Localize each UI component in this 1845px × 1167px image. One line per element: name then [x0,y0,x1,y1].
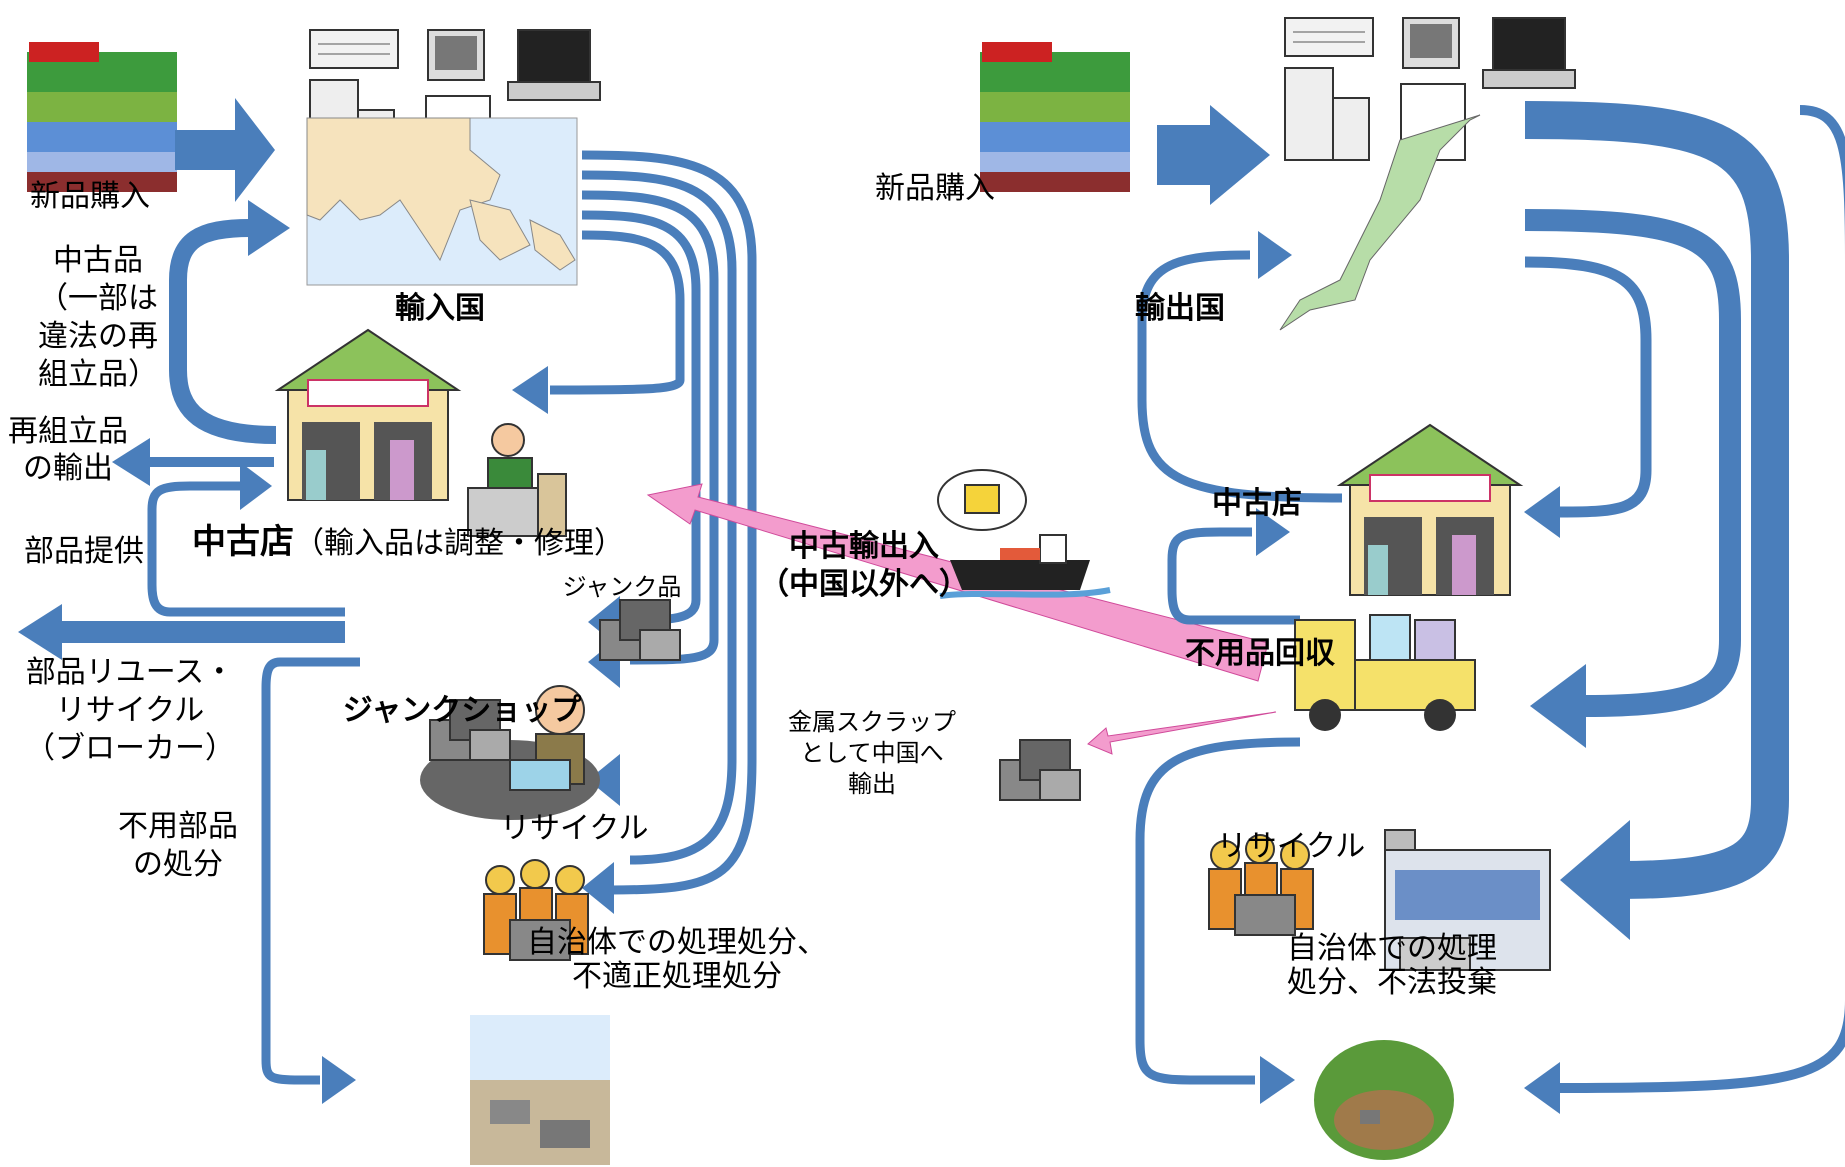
used-shop-label-right: 中古店 [1212,486,1302,521]
new-purchase-label-right: 新品購入 [875,171,995,206]
import-country-label: 輸入国 [395,291,485,326]
cargo-ship-icon [937,469,1111,599]
arrow-used-trade [646,483,1269,682]
department-store-icon [27,42,177,192]
unused-parts-label-2: の処分 [133,847,223,882]
unused-parts-label-1: 不用部品 [118,809,238,844]
truck-icon [1294,614,1476,731]
used-shop-label: 中古店（輸入品は調整・修理） [192,520,624,565]
disposal-label-right-2: 処分、不法投棄 [1287,965,1497,1000]
illegal-dumping-icon [1314,1040,1454,1160]
arrow-purchase-left [175,98,275,202]
parts-supply-label: 部品提供 [24,534,144,569]
parts-reuse-label-2: リサイクル [55,693,205,728]
scrap-export-label-3: 輸出 [848,770,896,798]
arrowhead-collection-to-used-shop [1256,508,1290,556]
used-shop-title: 中古店 [192,522,294,562]
arrowhead-used-goods [248,200,290,256]
arrowhead-to-used-shop [512,366,548,414]
arrow-export-to-disposal [1559,105,1845,1093]
parts-reuse-label-1: 部品リユース・ [25,655,235,690]
reassembled-export-label-2: の輸出 [23,451,113,486]
used-shop-icon-right [1339,424,1521,596]
arrow-parts-supply [147,481,345,617]
arrow-purchase-right [1157,105,1270,205]
landfill-icon [470,1015,610,1165]
used-goods-label-2: （一部は [38,281,158,316]
department-store-icon-right [980,42,1130,192]
junk-shop-label: ジャンクショップ [342,693,582,728]
arrowhead-to-recycle [588,754,620,806]
scrap-export-label-2: として中国へ [800,739,944,767]
arrow-metal-scrap [1087,711,1277,755]
arrowhead-parts-reuse [18,604,62,660]
arrow-collection-to-used-shop [1167,527,1300,625]
repair-worker-icon [467,423,567,537]
used-shop-note: （輸入品は調整・修理） [294,526,624,561]
junk-items-label: ジャンク品 [562,573,682,601]
arrow-export-to-used-shop [1524,256,1652,518]
asia-map [306,117,578,286]
used-trade-label-1: 中古輸出入 [789,529,939,564]
arrowhead-export-to-recycle [1560,820,1630,940]
disposal-label-left-1: 自治体での処理処分、 [527,925,827,960]
arrowhead-export-to-used-shop [1524,486,1560,538]
scrap-export-label-1: 金属スクラップ [788,708,956,736]
recycling-factory-icon [1384,829,1551,971]
arrowhead-reassembled-export [112,438,150,486]
japan-map [1279,114,1481,331]
arrow-unused-parts [261,657,360,1085]
arrow-used-shop-to-export [1137,250,1343,503]
used-shop-icon [277,329,459,501]
export-country-label: 輸出国 [1135,291,1225,326]
arrowhead-used-shop-to-export [1258,231,1292,279]
used-goods-label-3: 違法の再 [38,319,158,354]
used-trade-label-2: （中国以外へ） [759,567,969,602]
arrow-export-to-recycle [1524,101,1789,899]
used-goods-label-1: 中古品 [53,243,143,278]
used-goods-label-4: 組立品） [38,357,158,392]
recycle-label-right: リサイクル [1216,829,1366,864]
arrow-used-goods-loop [169,219,277,444]
arrowhead-unused-parts [322,1056,356,1104]
new-purchase-label: 新品購入 [30,179,150,214]
reassembled-export-label-1: 再組立品 [8,414,128,449]
arrowhead-to-disposal [582,862,614,914]
arrowhead-parts-supply [240,462,272,510]
arrowhead-export-to-disposal [1524,1062,1560,1114]
arrows-import-outflow [549,150,757,895]
arrowhead-collection-to-dumping [1260,1056,1295,1104]
parts-reuse-label-3: （ブローカー） [25,731,235,766]
collection-label: 不用品回収 [1185,636,1335,671]
junk-shop-owner-icon [420,685,600,820]
arrow-export-to-collection [1524,209,1741,717]
disposal-label-left-2: 不適正処理処分 [572,959,782,994]
arrow-collection-to-dumping [1135,737,1301,1085]
disposal-label-right-1: 自治体での処理 [1287,931,1497,966]
arrowhead-export-to-collection [1530,664,1586,748]
scrap-icon [999,739,1081,801]
recycle-label-left: リサイクル [500,811,649,846]
